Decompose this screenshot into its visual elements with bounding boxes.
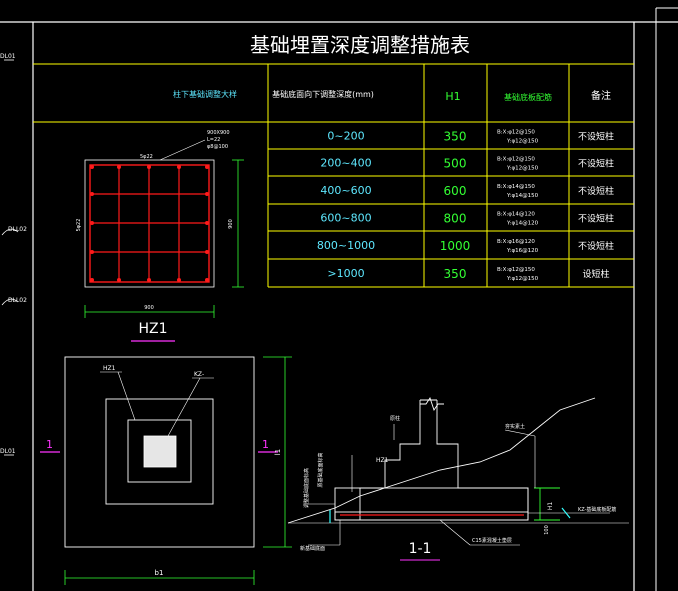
row-note: 不设短柱: [578, 158, 614, 170]
hz1-spec-2: L=22: [207, 137, 220, 143]
row-note: 不设短柱: [578, 213, 614, 225]
hz1-detail: 900X900 L=22 φ8@100 5φ22 5φ22 900 900 HZ…: [76, 130, 244, 342]
row-note: 设短柱: [582, 268, 609, 280]
table-grid: [33, 64, 634, 288]
section-labels: 原柱 HZ1 夯实素土 原基础底面标高 调整基础底面标高 新基础底面 C15素混…: [300, 415, 616, 552]
row-range: 800~1000: [317, 239, 375, 252]
row-note: 不设短柱: [578, 240, 614, 252]
hz1-label: HZ1: [138, 321, 167, 337]
row-note: 不设短柱: [578, 131, 614, 143]
margin-label: DL01: [0, 53, 16, 60]
row-h1: 500: [444, 157, 467, 171]
row-rebar-x: B:X:φ12@150: [497, 157, 535, 163]
section-marks-accent: [329, 507, 571, 523]
plan-dim-l1: l1: [274, 449, 282, 455]
section-label-adjust: 调整基础底面标高: [303, 468, 310, 508]
row-rebar-y: Y:φ12@150: [506, 166, 539, 172]
plan-label-hz1: HZ1: [103, 365, 116, 372]
section-label-fill: 夯实素土: [505, 423, 525, 430]
row-rebar-x: B:X:φ14@150: [497, 184, 535, 190]
section-title: 1-1: [409, 541, 432, 557]
section-mark-left: 1: [46, 438, 53, 451]
row-h1: 1000: [440, 239, 471, 253]
row-rebar-x: B:X:φ14@120: [497, 212, 535, 218]
hz1-top-rebar: 5φ22: [140, 154, 153, 160]
section-label-column: 原柱: [390, 415, 400, 422]
row-h1: 600: [444, 184, 467, 198]
table-title: 基础埋置深度调整措施表: [250, 33, 470, 57]
margin-label: DLL02: [8, 226, 27, 233]
row-rebar-y: Y:φ12@150: [506, 276, 539, 282]
hz1-dim-side: 900: [228, 219, 234, 229]
section-label-c15: C15素混凝土垫层: [472, 537, 512, 544]
hz1-spec-3: φ8@100: [207, 144, 228, 150]
left-margin: DL01 DLL02 DLL02 DL01: [0, 53, 27, 456]
section-label-right: KZ-基础底板配筋: [578, 506, 616, 513]
header-note: 备注: [591, 89, 611, 102]
row-rebar-y: Y:φ14@120: [506, 221, 539, 227]
hz1-side-rebar: 5φ22: [76, 219, 82, 232]
section-label-base-orig: 原基础底面标高: [317, 452, 324, 487]
section-label-100: 100: [544, 525, 550, 535]
plan-dim-b1: b1: [155, 569, 164, 577]
header-rebar: 基础底板配筋: [504, 92, 552, 102]
row-range: 400~600: [320, 184, 371, 197]
section-label-h1: H1: [547, 502, 554, 511]
row-range: 0~200: [327, 130, 364, 143]
row-range: >1000: [327, 267, 364, 280]
hz1-dim-bottom: 900: [144, 305, 154, 311]
row-h1: 350: [444, 267, 467, 281]
foundation-plan: HZ1 KZ- 1 1 b1 l1: [40, 356, 292, 585]
section-1-1: [287, 396, 629, 546]
drawing-frame: [0, 7, 678, 591]
header-h1: H1: [445, 90, 460, 103]
plan-label-kz: KZ-: [194, 371, 204, 378]
margin-label: DLL02: [8, 297, 27, 304]
row-rebar-x: B:X:φ12@150: [497, 130, 535, 136]
table-header: 柱下基础调整大样 基础底面向下调整深度(mm) H1 基础底板配筋 备注: [173, 89, 611, 103]
section-label-base-new: 新基础底面: [300, 545, 325, 552]
margin-label: DL01: [0, 448, 16, 455]
header-detail: 柱下基础调整大样: [173, 89, 237, 99]
row-rebar-y: Y:φ12@150: [506, 139, 539, 145]
row-rebar-y: Y:φ16@120: [506, 248, 539, 254]
hz1-spec-1: 900X900: [207, 130, 230, 136]
header-depth: 基础底面向下调整深度(mm): [272, 89, 374, 99]
row-range: 200~400: [320, 157, 371, 170]
section-mark-right: 1: [262, 438, 269, 451]
row-rebar-y: Y:φ14@150: [506, 193, 539, 199]
row-h1: 350: [444, 130, 467, 144]
row-rebar-x: B:X:φ12@150: [497, 267, 535, 273]
row-rebar-x: B:X:φ16@120: [497, 239, 535, 245]
row-range: 600~800: [320, 212, 371, 225]
row-note: 不设短柱: [578, 185, 614, 197]
row-h1: 800: [444, 212, 467, 226]
section-label-hz1: HZ1: [376, 457, 389, 464]
